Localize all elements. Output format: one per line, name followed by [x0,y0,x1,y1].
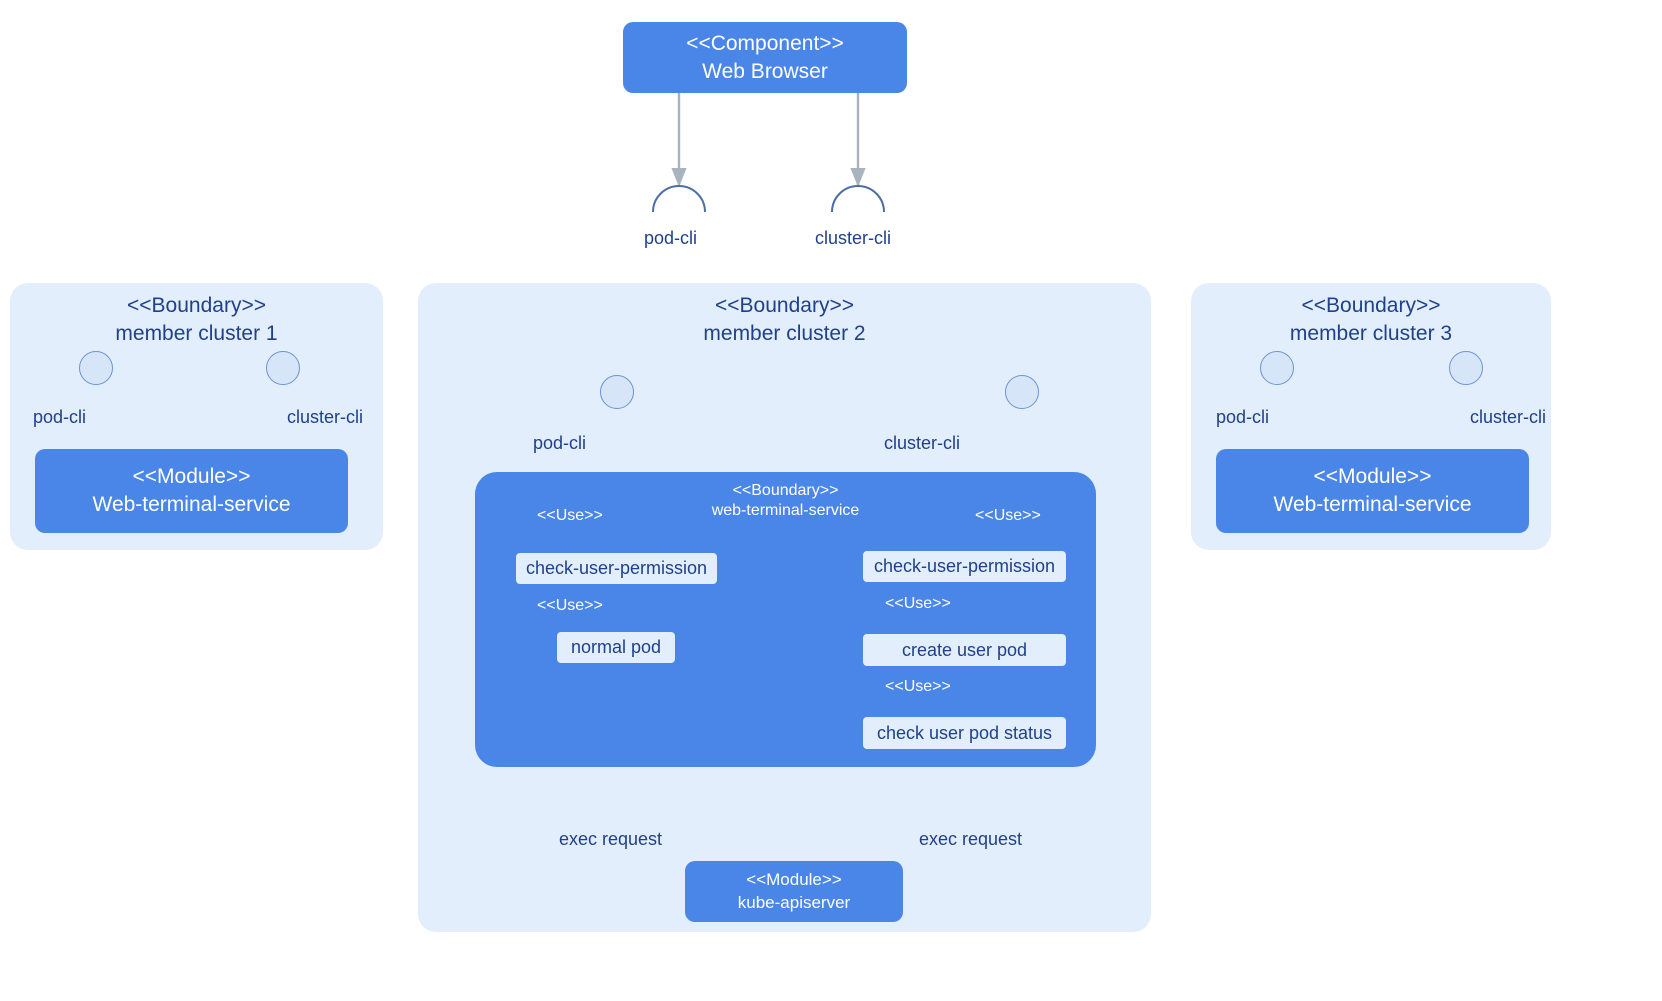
apiserver-name: kube-apiserver [737,892,851,912]
step-right-1-label: check-user-permission [873,556,1056,576]
module-c1-web-terminal-service[interactable]: <<Module>> Web-terminal-service [35,449,348,533]
module-kube-apiserver[interactable]: <<Module>> kube-apiserver [685,861,903,922]
use-label-left-2: <<Use>> [537,597,603,614]
c3-module-name: Web-terminal-service [1273,493,1472,516]
use-label-left-1: <<Use>> [537,507,603,524]
exec-request-label-right: exec request [919,829,1023,849]
lollipop-c3-pod-cli[interactable] [1260,351,1294,385]
exec-request-label-left: exec request [559,829,663,849]
lollipop-c1-cluster-cli[interactable] [266,351,300,385]
cluster2-name: member cluster 2 [703,322,866,345]
lollipop-c2-cluster-cli[interactable] [1005,375,1039,409]
c1-module-name: Web-terminal-service [92,493,291,516]
module-c3-web-terminal-service[interactable]: <<Module>> Web-terminal-service [1216,449,1529,533]
use-label-right-3: <<Use>> [885,678,951,695]
cluster3-name: member cluster 3 [1289,322,1453,345]
socket-arc-pod-cli [652,185,706,213]
lollipop-c1-pod-cli[interactable] [79,351,113,385]
inner-boundary-stereotype: <<Boundary>> [732,482,839,499]
step-left-check-user-permission[interactable]: check-user-permission [516,553,717,584]
lollipop-c3-cluster-cli[interactable] [1449,351,1483,385]
socket-arc-cluster-cli [831,185,885,213]
step-right-check-user-pod-status[interactable]: check user pod status [863,717,1066,749]
cluster3-stereotype: <<Boundary>> [1301,294,1441,317]
web-browser-stereotype: <<Component>> [686,31,844,55]
lollipop-c2-pod-cli[interactable] [600,375,634,409]
web-browser-component[interactable]: <<Component>> Web Browser [623,22,907,93]
step-right-check-user-permission[interactable]: check-user-permission [863,551,1066,582]
web-browser-name: Web Browser [702,59,828,83]
step-right-2-label: create user pod [901,639,1028,660]
label-c2-pod-cli: pod-cli [533,433,587,453]
inner-boundary-name: web-terminal-service [711,502,860,519]
label-c3-cluster-cli: cluster-cli [1470,407,1547,427]
step-left-2-label: normal pod [570,637,662,657]
step-left-1-label: check-user-permission [525,558,708,578]
cluster1-name: member cluster 1 [115,322,278,345]
apiserver-stereotype: <<Module>> [746,870,842,890]
use-label-right-2: <<Use>> [885,595,951,612]
step-left-normal-pod[interactable]: normal pod [557,632,675,663]
cluster2-stereotype: <<Boundary>> [715,294,854,317]
label-c3-pod-cli: pod-cli [1216,407,1270,427]
browser-socket-label-cluster-cli: cluster-cli [815,228,892,248]
label-c1-pod-cli: pod-cli [33,407,87,427]
c3-module-stereotype: <<Module>> [1313,465,1432,489]
step-right-3-label: check user pod status [876,722,1053,743]
step-right-create-user-pod[interactable]: create user pod [863,634,1066,666]
label-c1-cluster-cli: cluster-cli [287,407,364,427]
c1-module-stereotype: <<Module>> [132,465,251,489]
use-label-right-1: <<Use>> [975,507,1041,524]
cluster1-stereotype: <<Boundary>> [127,294,266,317]
label-c2-cluster-cli: cluster-cli [884,433,961,453]
browser-socket-label-pod-cli: pod-cli [644,228,698,248]
